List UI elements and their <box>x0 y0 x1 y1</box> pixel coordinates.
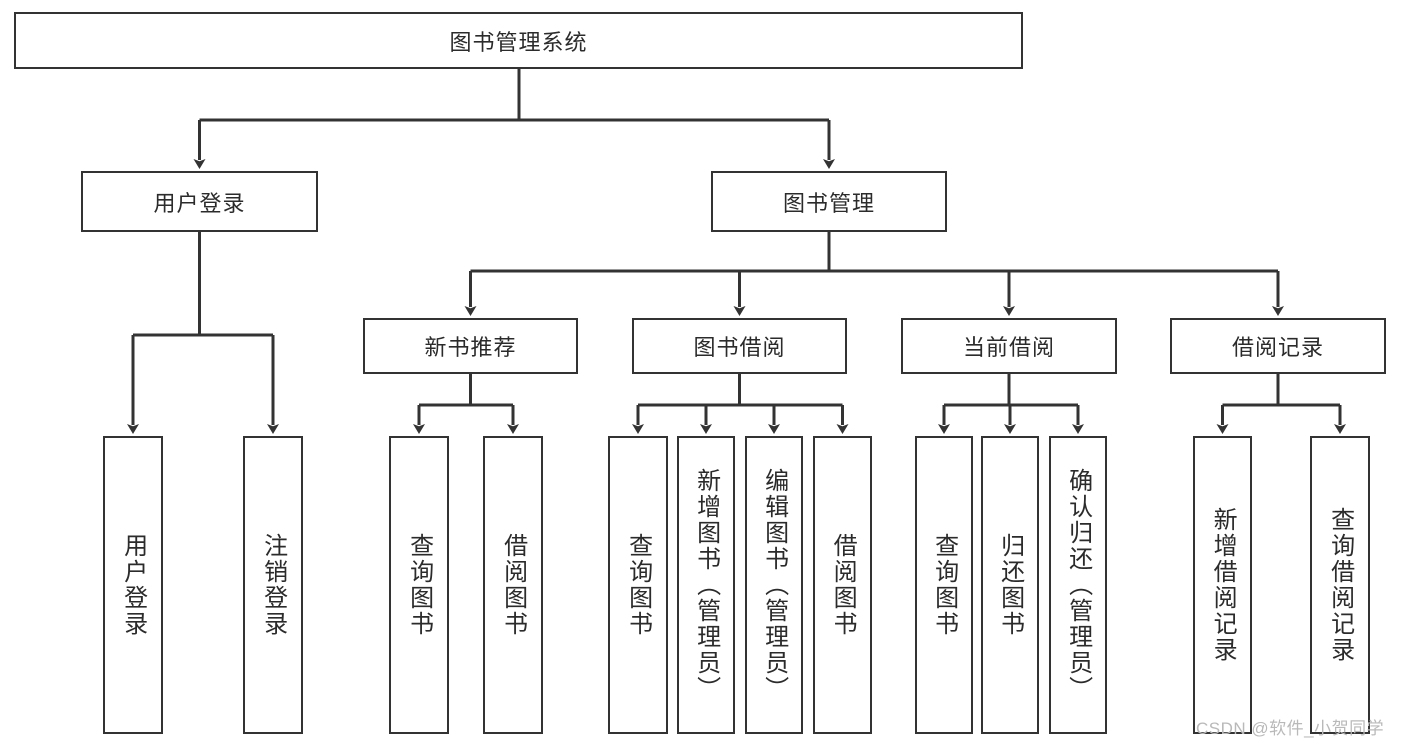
csdn-watermark: CSDN @软件_小贺同学 <box>1196 719 1385 738</box>
node-book-borrow-label: 图书借阅 <box>693 335 786 360</box>
node-borrow-record[interactable]: 借阅记录 <box>1170 318 1386 374</box>
node-leaf-borrow-book-1[interactable]: 借阅图书 <box>483 436 543 734</box>
node-leaf-return-book-label: 归还图书 <box>996 533 1024 637</box>
node-current-borrow-label: 当前借阅 <box>962 335 1055 360</box>
node-leaf-query-record-label: 查询借阅记录 <box>1326 507 1354 663</box>
node-leaf-borrow-book-1-label: 借阅图书 <box>499 533 527 637</box>
node-new-book-recommend[interactable]: 新书推荐 <box>363 318 578 374</box>
node-user-login-label: 用户登录 <box>153 190 246 216</box>
node-leaf-query-book-2[interactable]: 查询图书 <box>608 436 668 734</box>
node-book-manage[interactable]: 图书管理 <box>711 171 947 232</box>
node-leaf-return-book[interactable]: 归还图书 <box>981 436 1039 734</box>
node-leaf-add-record[interactable]: 新增借阅记录 <box>1193 436 1252 734</box>
node-leaf-query-book-3[interactable]: 查询图书 <box>915 436 973 734</box>
node-new-book-recommend-label: 新书推荐 <box>424 335 517 360</box>
node-leaf-user-login-label: 用户登录 <box>119 533 147 637</box>
node-book-manage-label: 图书管理 <box>782 190 875 216</box>
node-current-borrow[interactable]: 当前借阅 <box>901 318 1117 374</box>
node-leaf-user-login[interactable]: 用户登录 <box>103 436 163 734</box>
node-leaf-logout-label: 注销登录 <box>259 533 287 637</box>
node-leaf-add-book-label: 新增图书（管理员） <box>692 468 720 702</box>
node-leaf-add-record-label: 新增借阅记录 <box>1209 507 1237 663</box>
node-leaf-add-book[interactable]: 新增图书（管理员） <box>677 436 735 734</box>
node-root-label: 图书管理系统 <box>449 29 588 55</box>
node-leaf-borrow-book-2[interactable]: 借阅图书 <box>813 436 872 734</box>
node-leaf-query-book-1[interactable]: 查询图书 <box>389 436 449 734</box>
node-leaf-query-book-2-label: 查询图书 <box>624 533 652 637</box>
node-leaf-borrow-book-2-label: 借阅图书 <box>829 533 857 637</box>
node-leaf-edit-book-label: 编辑图书（管理员） <box>760 468 788 702</box>
node-leaf-query-record[interactable]: 查询借阅记录 <box>1310 436 1370 734</box>
node-leaf-edit-book[interactable]: 编辑图书（管理员） <box>745 436 803 734</box>
node-leaf-query-book-3-label: 查询图书 <box>930 533 958 637</box>
node-book-borrow[interactable]: 图书借阅 <box>632 318 847 374</box>
node-user-login[interactable]: 用户登录 <box>81 171 318 232</box>
node-leaf-confirm-return[interactable]: 确认归还（管理员） <box>1049 436 1107 734</box>
node-leaf-logout[interactable]: 注销登录 <box>243 436 303 734</box>
node-leaf-query-book-1-label: 查询图书 <box>405 533 433 637</box>
node-root[interactable]: 图书管理系统 <box>14 12 1023 69</box>
node-borrow-record-label: 借阅记录 <box>1231 335 1324 360</box>
node-leaf-confirm-return-label: 确认归还（管理员） <box>1064 468 1092 702</box>
